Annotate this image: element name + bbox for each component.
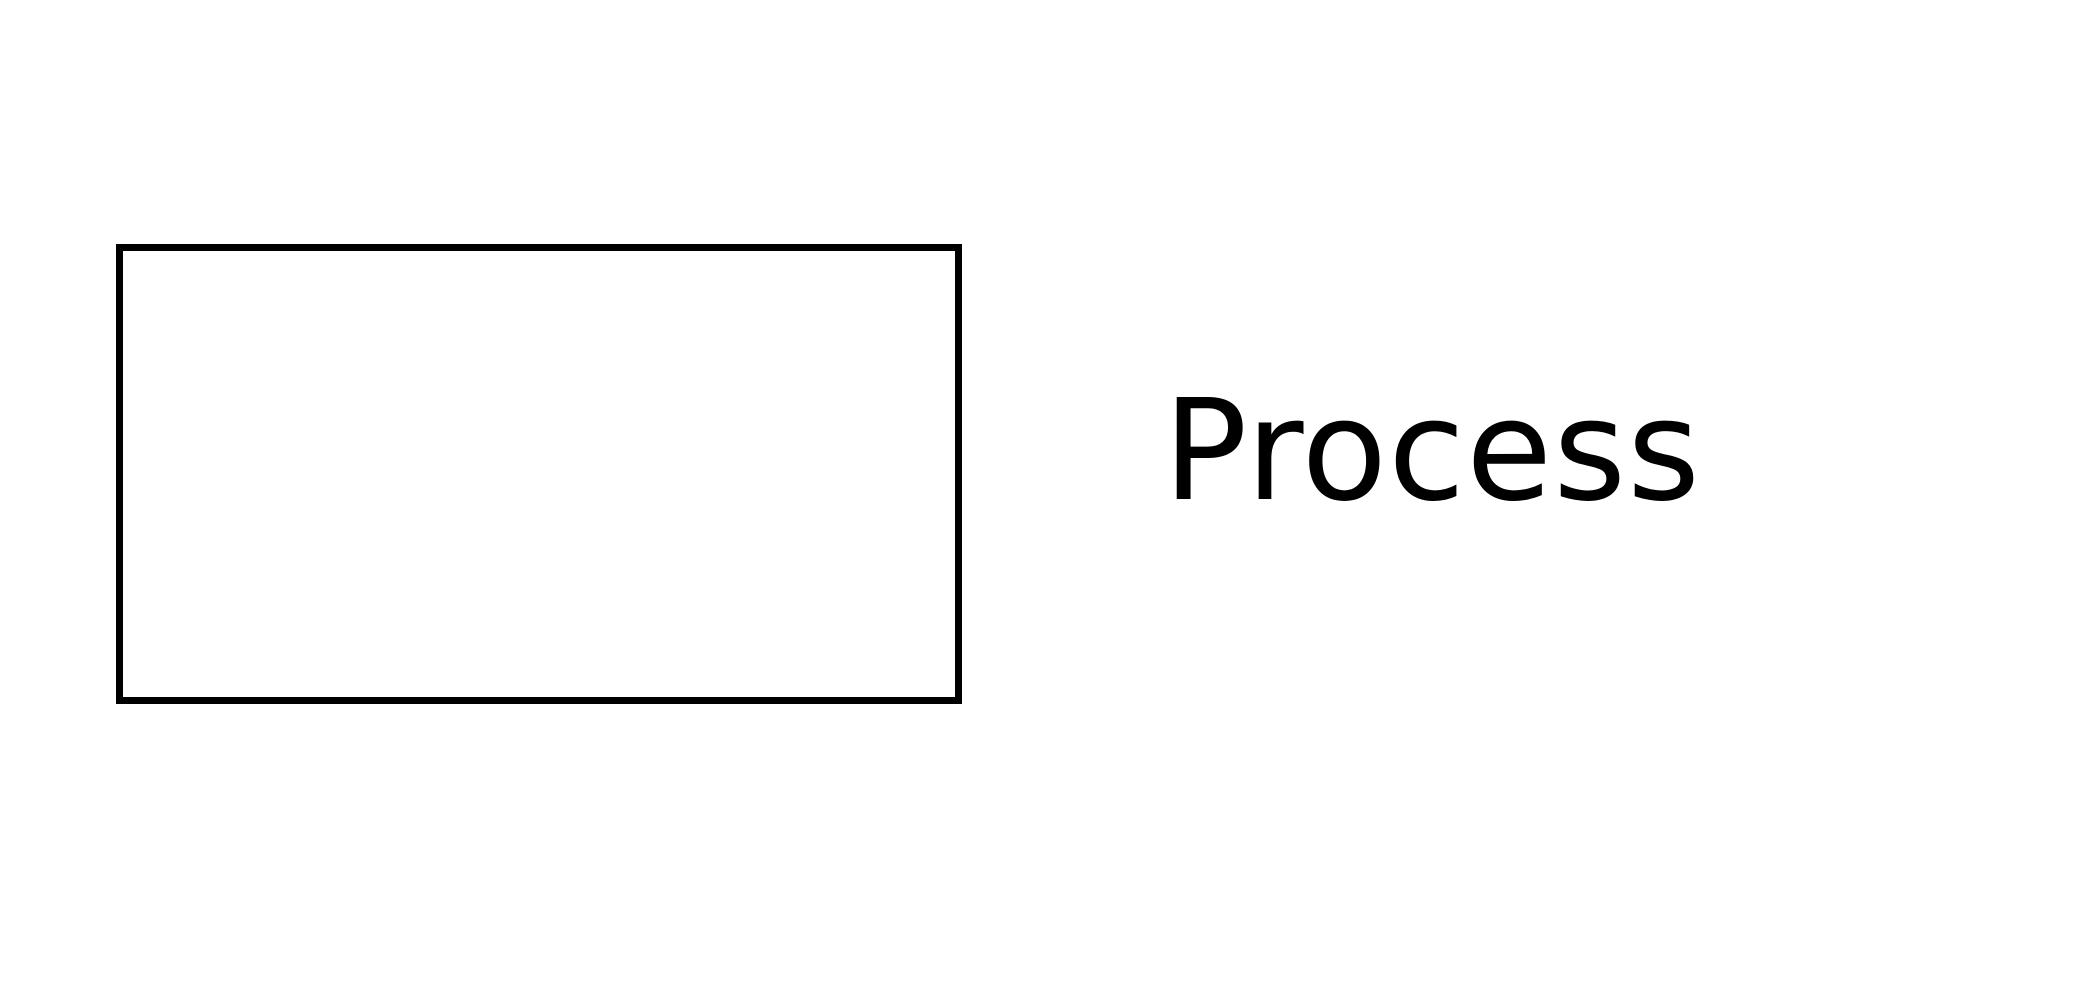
process-rectangle-shape (116, 244, 962, 704)
process-label: Process (1163, 370, 1702, 533)
